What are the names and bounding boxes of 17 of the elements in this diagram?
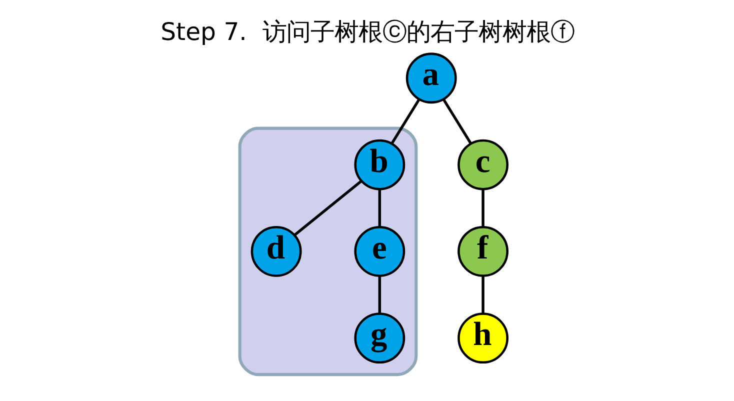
connector bbox=[378, 276, 381, 314]
connector bbox=[442, 98, 472, 144]
node-circle: c bbox=[457, 139, 508, 190]
node-circle: a bbox=[405, 52, 456, 104]
connector bbox=[390, 98, 420, 144]
node-circle: e bbox=[354, 226, 405, 277]
node-circle: g bbox=[354, 312, 405, 364]
node-circle: h bbox=[457, 312, 508, 364]
connector bbox=[481, 189, 484, 228]
cluster bbox=[238, 126, 418, 376]
connector bbox=[378, 189, 381, 228]
node-circle: b bbox=[354, 139, 405, 190]
connector bbox=[293, 180, 362, 236]
connector bbox=[481, 276, 484, 314]
node-circle: d bbox=[250, 226, 302, 277]
node-circle: f bbox=[457, 226, 508, 277]
diagram-title: Step 7. 访问子树根ⓒ的右子树树根ⓕ bbox=[160, 16, 574, 46]
